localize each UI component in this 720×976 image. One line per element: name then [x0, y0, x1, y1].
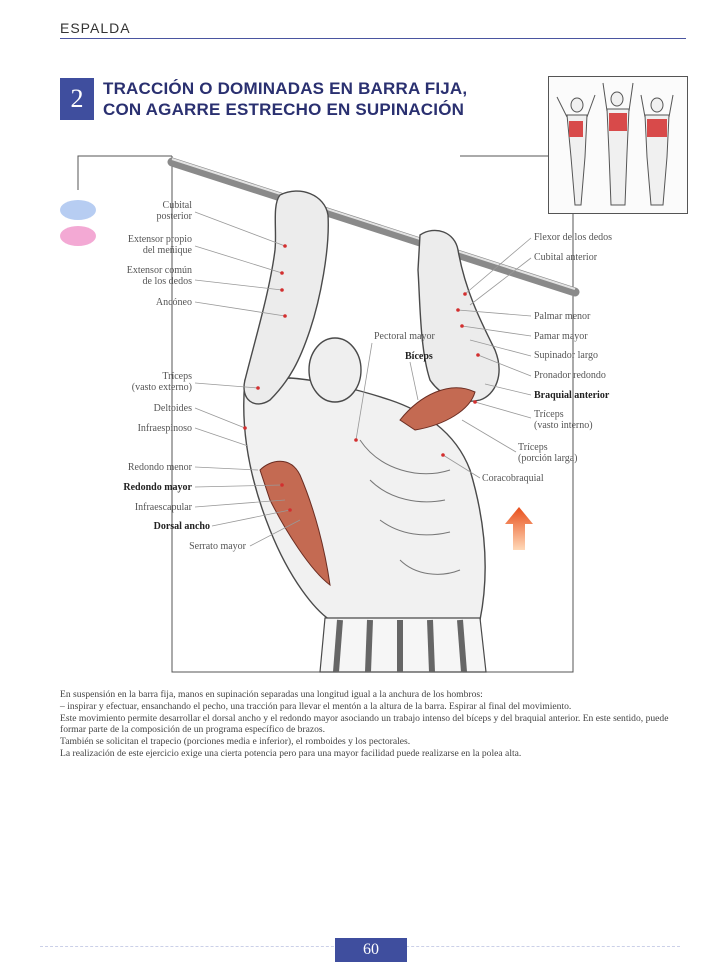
direction-arrow	[505, 507, 533, 550]
thumbnail-sequence	[548, 76, 688, 214]
exercise-number: 2	[60, 78, 94, 120]
section-header: ESPALDA	[60, 18, 686, 39]
legend-dot-blue	[60, 200, 96, 220]
paragraph: En suspensión en la barra fija, manos en…	[60, 689, 483, 700]
page-number: 60	[335, 938, 407, 962]
paragraph: – inspirar y efectuar, ensanchando el pe…	[60, 700, 572, 712]
athlete-figure	[243, 190, 500, 673]
paragraph: Este movimiento permite desarrollar el d…	[60, 712, 669, 736]
section-title: ESPALDA	[60, 20, 131, 36]
exercise-title-line2: CON AGARRE ESTRECHO EN SUPINACIÓN	[103, 100, 465, 119]
pullup-bar	[167, 157, 580, 297]
exercise-title-line1: TRACCIÓN O DOMINADAS EN BARRA FIJA,	[103, 79, 468, 98]
thumbnail-figures	[556, 82, 674, 206]
legend-dot-pink	[60, 226, 96, 246]
exercise-title: TRACCIÓN O DOMINADAS EN BARRA FIJA, CON …	[103, 78, 467, 120]
paragraph: También se solicitan el trapecio (porcio…	[60, 736, 411, 748]
paragraph: La realización de este ejercicio exige u…	[60, 747, 522, 759]
exercise-description: En suspensión en la barra fija, manos en…	[60, 689, 690, 760]
